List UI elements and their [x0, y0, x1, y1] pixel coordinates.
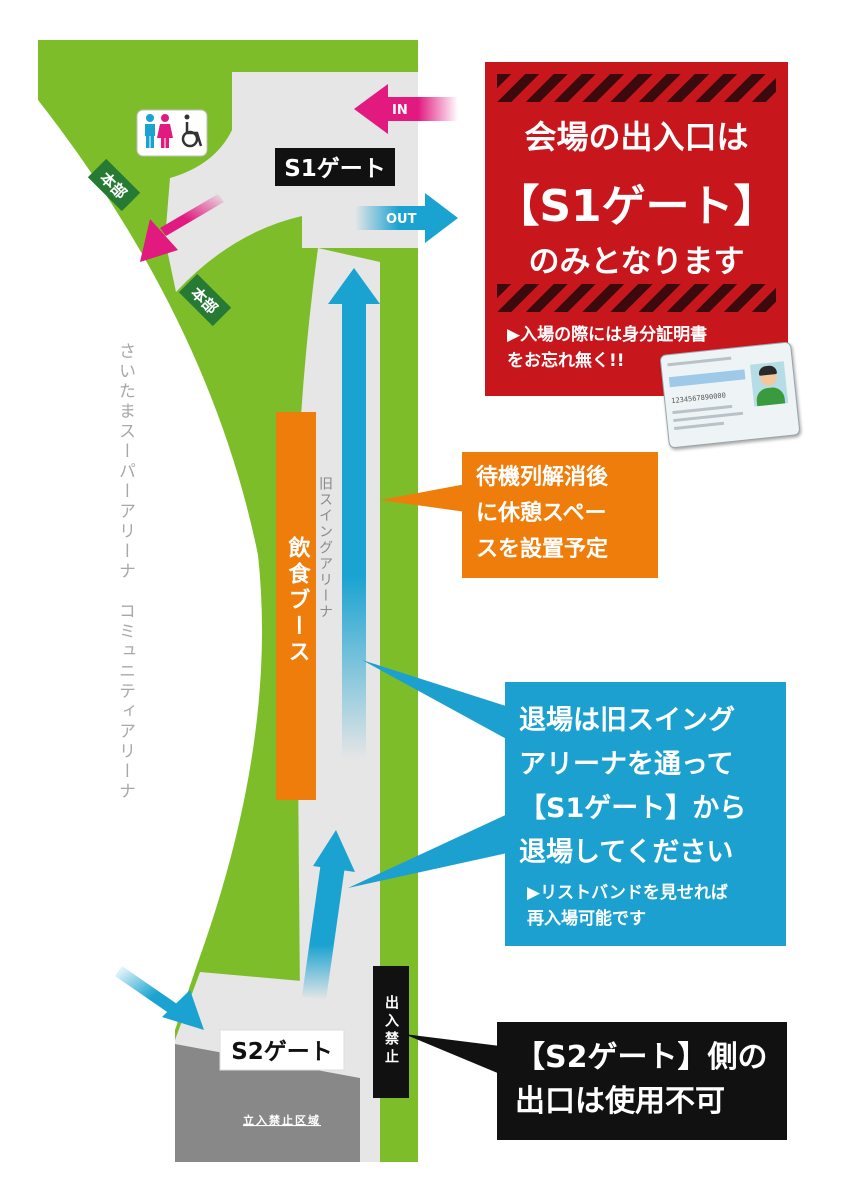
exit-callout-pointer-upper — [362, 660, 512, 742]
restroom-sign — [136, 109, 208, 157]
exit-wristband-note-line2: 再入場可能です — [527, 909, 646, 929]
no-entry-label: 出入禁止 — [383, 994, 399, 1067]
id-card-illustration: 1234567890000 — [659, 341, 801, 449]
exit-wristband-note-line1: ▶リストバンドを見せれば — [527, 883, 728, 903]
hatch-stripe-top — [497, 74, 776, 102]
food-booth — [276, 412, 316, 800]
entrance-notice: 会場の出入口は 【S1ゲート】 のみとなります ▶入場の際には身分証明書 をお忘… — [485, 62, 788, 396]
s2-notice-line2: 出口は使用不可 — [515, 1084, 725, 1119]
rest-callout-pointer — [380, 484, 466, 512]
id-card-number: 1234567890000 — [670, 391, 727, 406]
male-restroom-icon — [145, 114, 155, 148]
in-arrow-label: IN — [392, 103, 408, 118]
rest-space-line2: に休憩スペー — [476, 501, 607, 526]
food-booth-label: 飲食ブース — [285, 535, 312, 666]
exit-arrow-main — [328, 268, 380, 760]
s2-entry-arrow — [115, 966, 204, 1030]
entrance-notice-line1: 会場の出入口は — [524, 118, 749, 156]
rest-space-notice: 待機列解消後 に休憩スペー スを設置予定 — [462, 452, 658, 578]
no-entry-strip — [373, 966, 409, 1098]
exit-notice-line3: 【S1ゲート】から — [519, 793, 747, 824]
community-arena-area — [38, 100, 262, 1162]
entrance-id-note-line2: をお忘れ無く!! — [507, 351, 625, 371]
exit-notice-line4: 退場してください — [519, 837, 734, 868]
entrance-notice-line2: 【S1ゲート】 — [495, 181, 778, 232]
s1-gate-text: S1ゲート — [284, 156, 386, 182]
s2-callout-pointer — [404, 1034, 500, 1074]
venue-name-label: さいたまスーパーアリーナ コミュニティアリーナ — [115, 342, 135, 802]
rest-space-line3: スを設置予定 — [476, 537, 609, 562]
out-arrow: OUT — [355, 193, 458, 243]
s2-gate-label: S2ゲート — [219, 1029, 345, 1071]
exit-notice-line1: 退場は旧スイング — [519, 705, 735, 736]
hatch-stripe-bottom — [497, 284, 776, 312]
rest-space-line1: 待機列解消後 — [476, 465, 609, 490]
s1-gate-label: S1ゲート — [275, 148, 395, 186]
s2-gate-text: S2ゲート — [231, 1039, 333, 1065]
out-arrow-label: OUT — [386, 212, 417, 227]
entrance-id-note-line1: ▶入場の際には身分証明書 — [507, 325, 708, 345]
entrance-notice-line3: のみとなります — [528, 244, 745, 280]
exit-notice-line2: アリーナを通って — [519, 749, 734, 780]
restricted-area — [175, 1044, 360, 1162]
id-card-photo — [749, 361, 789, 407]
exit-arrow-lower — [302, 830, 355, 1000]
exit-callout-pointer-lower — [348, 812, 512, 888]
exit-notice: 退場は旧スイング アリーナを通って 【S1ゲート】から 退場してください ▶リス… — [505, 682, 786, 946]
restricted-area-label: 立入禁止区域 — [243, 1113, 321, 1127]
in-arrow: IN — [354, 84, 458, 134]
hq-direction-arrow — [140, 194, 224, 262]
female-restroom-icon — [157, 114, 173, 148]
corridor-name-label: 旧スイングアリーナ — [317, 476, 333, 620]
wheelchair-icon — [181, 114, 203, 148]
s2-gate-notice: 【S2ゲート】側の 出口は使用不可 — [497, 1022, 787, 1140]
s2-notice-line1: 【S2ゲート】側の — [515, 1040, 768, 1075]
